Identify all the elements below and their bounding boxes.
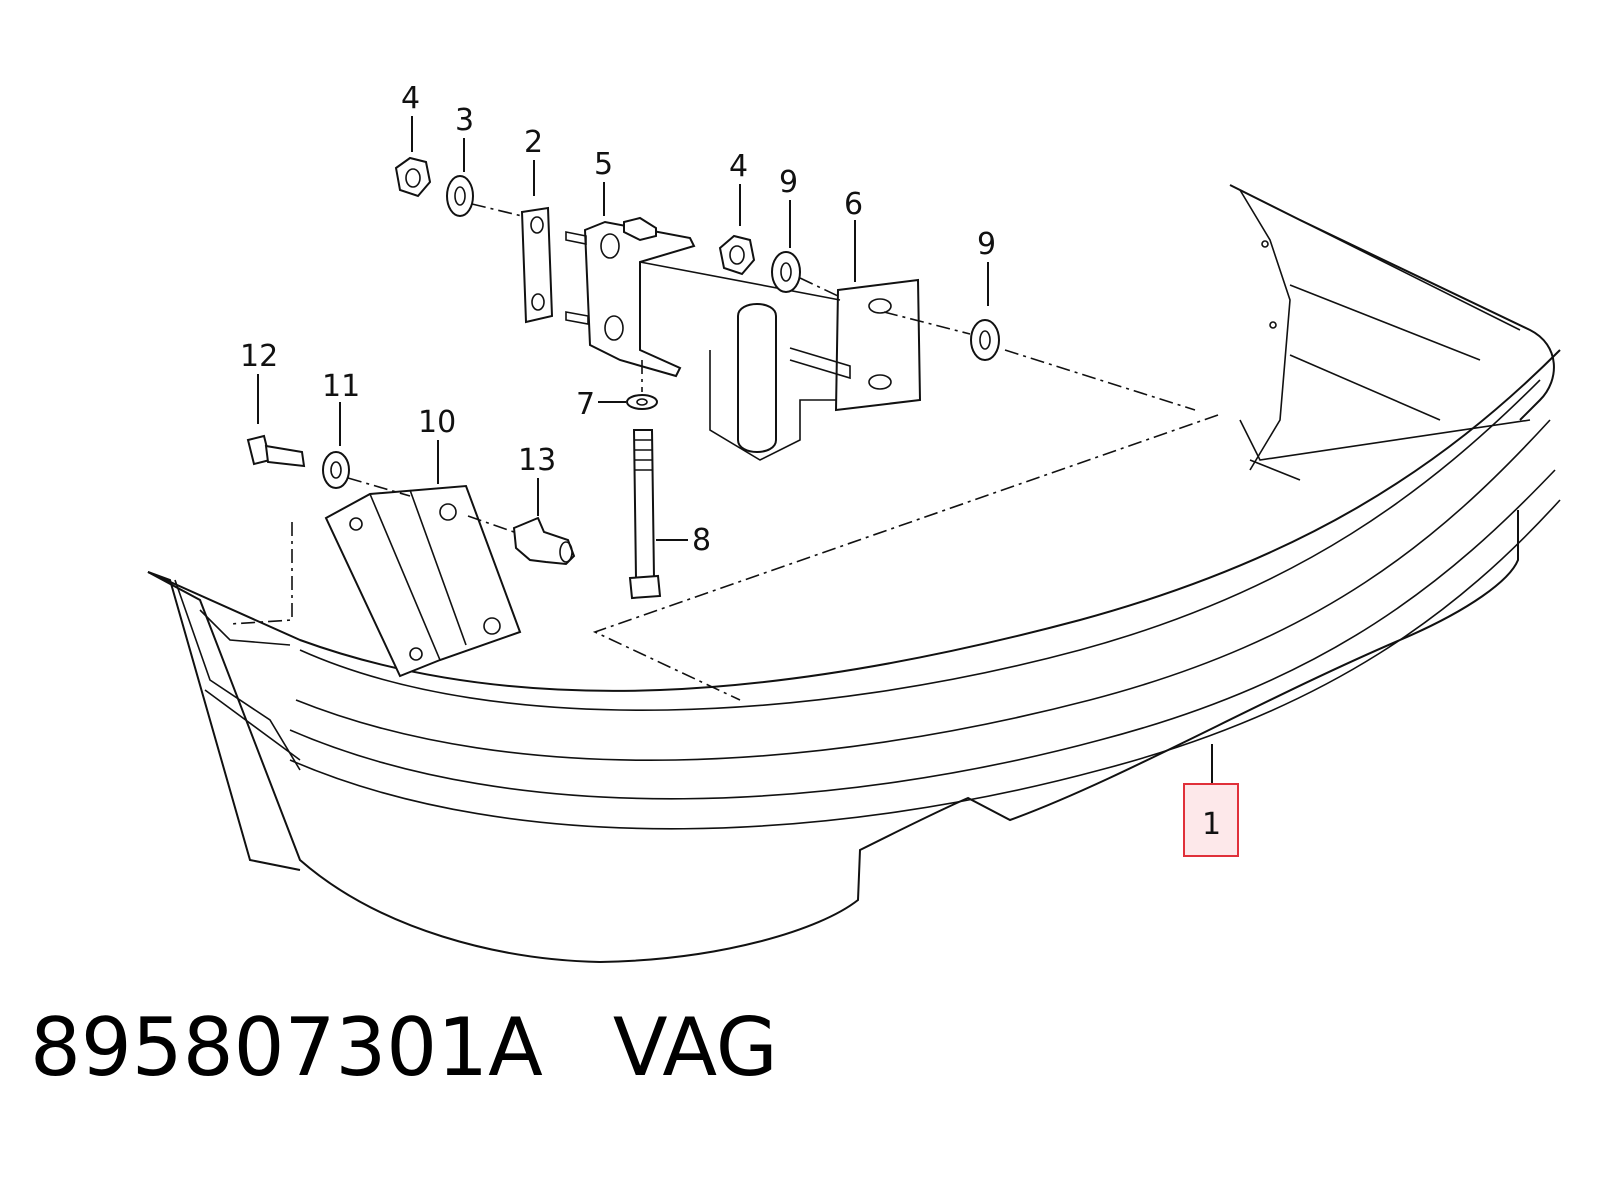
callout-1: 1: [1202, 807, 1221, 842]
callout-8: 8: [692, 523, 711, 558]
callout-4-upper: 4: [401, 81, 420, 116]
callout-9-left: 9: [779, 165, 798, 200]
side-bracket-10: [324, 484, 522, 678]
bolt-8: [628, 429, 662, 600]
washer-9-right: [970, 319, 1000, 361]
part-number: 895807301A: [30, 1001, 543, 1094]
washer-7: [626, 394, 658, 410]
mounting-plate: [520, 206, 554, 324]
guide-bracket: [639, 261, 922, 461]
carrier-bracket: [565, 216, 696, 378]
exploded-parts-diagram: 4 3 2 5 4 9 6 9 12 11 10 13 7 8 1: [147, 81, 1561, 963]
callout-13: 13: [518, 443, 556, 478]
washer-9-left: [771, 251, 801, 293]
brand-name: VAG: [612, 1001, 778, 1094]
callout-10: 10: [418, 405, 456, 440]
callout-6: 6: [844, 187, 863, 222]
washer-11: [322, 451, 350, 489]
callout-2: 2: [524, 125, 543, 160]
callout-9-right: 9: [977, 227, 996, 262]
hex-nut-upper-left: [394, 156, 432, 198]
callout-12: 12: [240, 339, 278, 374]
callout-5: 5: [594, 147, 613, 182]
callout-3: 3: [455, 103, 474, 138]
bolt-12: [246, 434, 306, 468]
highlight-box: [1183, 783, 1239, 857]
grommet-13: [512, 516, 576, 566]
hex-nut-center: [718, 234, 756, 276]
bumper-cover: [147, 184, 1561, 963]
callout-7: 7: [576, 387, 595, 422]
callout-11: 11: [322, 369, 360, 404]
callout-4-center: 4: [729, 149, 748, 184]
washer-3: [446, 175, 474, 217]
